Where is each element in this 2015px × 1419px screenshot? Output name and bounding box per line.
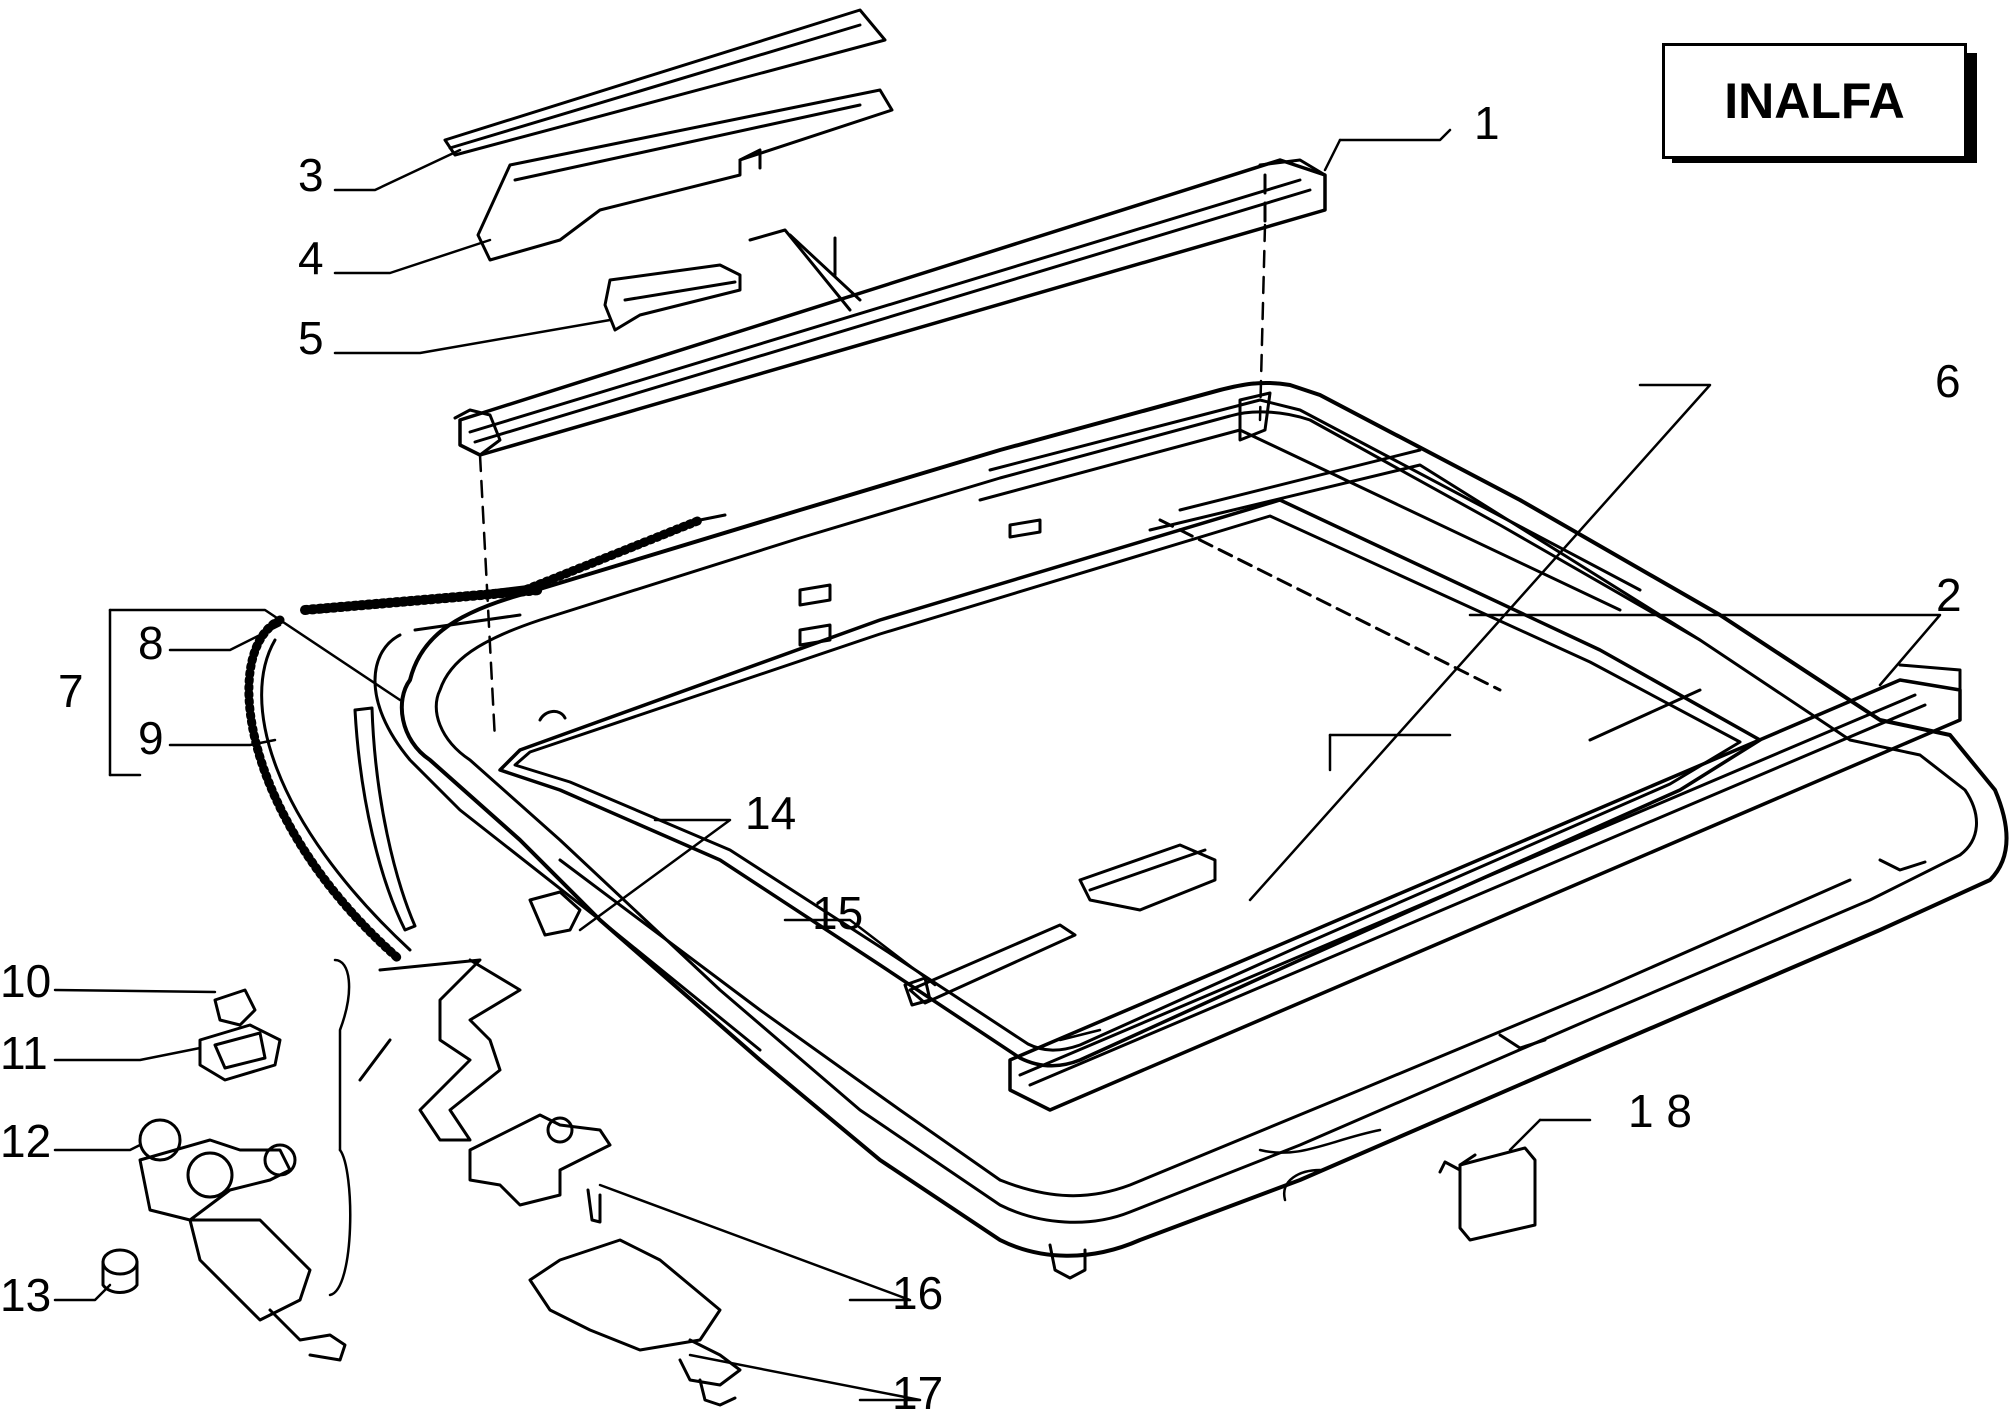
- part-16-mounting-plate: [468, 1113, 612, 1224]
- callout-6: 6: [1935, 355, 1961, 407]
- part-3-rail-cover: [443, 8, 887, 157]
- part-2-guide-rail: [1008, 663, 1962, 1112]
- part-6-bracket: [1078, 843, 1217, 912]
- part-12-motor-bracket: [358, 958, 522, 1142]
- part-14-clip: [528, 890, 582, 937]
- drive-cables: [244, 513, 762, 1052]
- part-1-guide-rail: [453, 158, 1327, 457]
- part-17-support: [528, 1238, 742, 1407]
- brand-label: INALFA: [1724, 73, 1905, 129]
- callout-9: 9: [138, 712, 164, 764]
- sunroof-frame: [399, 380, 2009, 1280]
- callout-2: 2: [1936, 569, 1962, 621]
- part-18-plug: [1438, 1146, 1537, 1242]
- callout-18: 1 8: [1628, 1085, 1692, 1137]
- callout-5: 5: [298, 312, 324, 364]
- callout-3: 3: [298, 149, 324, 201]
- callout-13: 13: [0, 1269, 52, 1321]
- brand-label-box: INALFA: [1662, 43, 1967, 159]
- callout-10: 10: [0, 955, 52, 1007]
- callout-16: 16: [892, 1267, 944, 1319]
- callout-1: 1: [1474, 97, 1500, 149]
- callout-17: 17: [892, 1367, 944, 1419]
- part-10-clip: [213, 988, 257, 1027]
- callout-11: 11: [0, 1027, 48, 1079]
- callout-7: 7: [58, 665, 84, 717]
- part-15-link: [903, 923, 1077, 1007]
- dashed-guide-lines: [478, 223, 1267, 742]
- callout-8: 8: [138, 617, 164, 669]
- part-4-slider: [476, 88, 894, 262]
- part-13-bushing: [101, 1248, 139, 1294]
- part-11-cover: [198, 1023, 282, 1082]
- callout-14: 14: [745, 787, 797, 839]
- part-12-motor: [138, 1118, 347, 1362]
- callout-15: 15: [812, 887, 864, 939]
- part-5-bracket: [603, 263, 742, 332]
- callout-12: 12: [0, 1115, 52, 1167]
- callout-4: 4: [298, 232, 324, 284]
- leader-lines: [53, 128, 1942, 1402]
